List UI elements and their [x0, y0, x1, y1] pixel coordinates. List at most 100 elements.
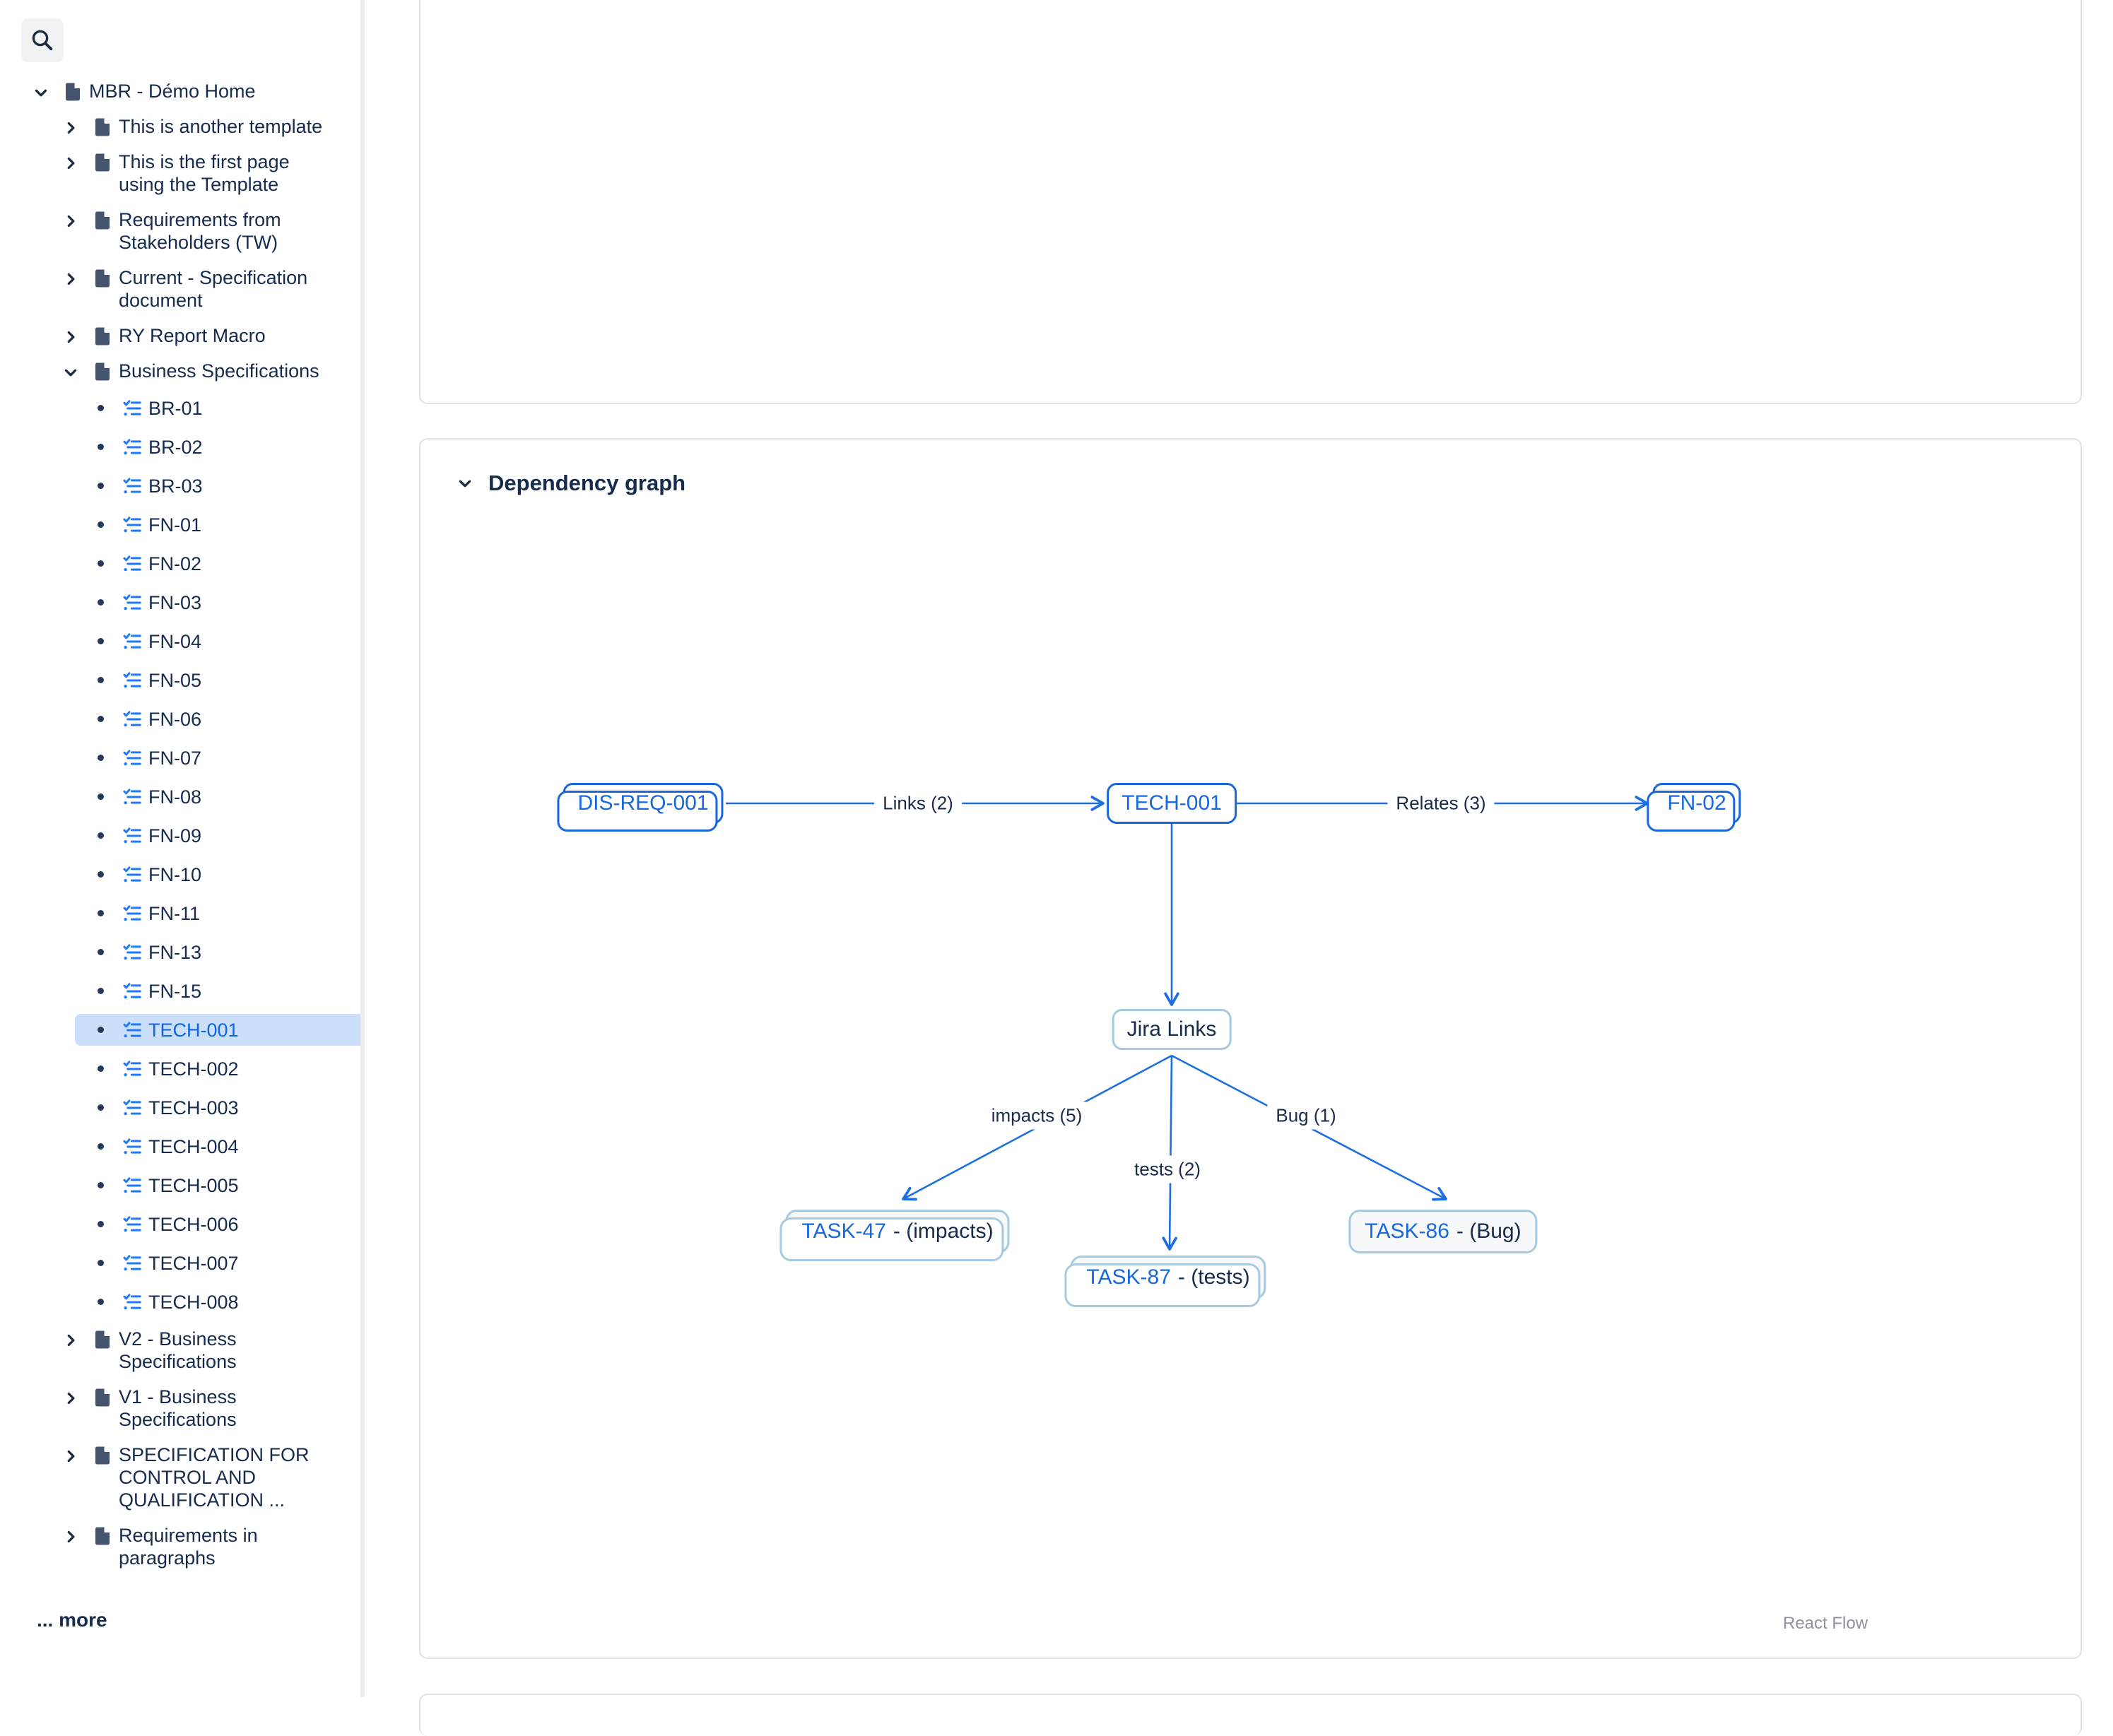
tree-item[interactable]: FN-07	[85, 738, 360, 777]
node-task-87[interactable]: TASK-87- (tests)	[1064, 1256, 1266, 1307]
tree-item[interactable]: SPECIFICATION FOR CONTROL AND QUALIFICAT…	[55, 1437, 360, 1518]
tree-item[interactable]: FN-02	[85, 544, 360, 583]
tree-item[interactable]: Business Specifications	[55, 353, 360, 389]
tree-item[interactable]: FN-03	[85, 583, 360, 622]
node-jira-links[interactable]: Jira Links	[1112, 1009, 1232, 1050]
tree-item[interactable]: FN-09	[85, 816, 360, 855]
tree-item-label: TECH-007	[148, 1252, 239, 1274]
requirement-icon	[116, 748, 148, 769]
tree-item[interactable]: BR-02	[85, 427, 360, 466]
tree-item[interactable]: RY Report Macro	[55, 318, 360, 353]
tree-item[interactable]: FN-10	[85, 855, 360, 894]
flow-canvas[interactable]: Links (2)Relates (3)impacts (5)tests (2)…	[420, 439, 2080, 1658]
node-suffix: - (impacts)	[893, 1220, 994, 1243]
tree-item-label: RY Report Macro	[119, 325, 266, 346]
requirement-icon	[116, 786, 148, 808]
node-task-86[interactable]: TASK-86- (Bug)	[1348, 1210, 1538, 1253]
dependency-graph-panel: Links (2)Relates (3)impacts (5)tests (2)…	[419, 438, 2082, 1659]
bullet-icon	[85, 910, 116, 916]
react-flow-attribution[interactable]: React Flow	[1783, 1614, 1868, 1633]
node-suffix: - (tests)	[1177, 1265, 1250, 1289]
tree-item-label: FN-04	[148, 630, 202, 652]
tree-item-label: BR-03	[148, 475, 203, 497]
tree-item[interactable]: This is the first page using the Templat…	[55, 144, 360, 202]
chevron-down-icon	[456, 474, 474, 492]
tree-item-label: TECH-003	[148, 1097, 239, 1118]
chevron-down-icon[interactable]	[55, 360, 86, 382]
tree-item-label: TECH-001	[148, 1019, 239, 1041]
chevron-down-icon[interactable]	[25, 80, 57, 102]
tree-item[interactable]: Current - Specification document	[55, 260, 360, 318]
bullet-icon	[85, 1299, 116, 1305]
chevron-right-icon[interactable]	[55, 324, 86, 346]
tree-item[interactable]: FN-04	[85, 622, 360, 661]
edge-label: impacts (5)	[982, 1102, 1091, 1130]
flow-edge	[1162, 1055, 1177, 1251]
tree-item-label: FN-15	[148, 980, 202, 1002]
node-label: FN-02	[1667, 791, 1726, 815]
tree-item[interactable]: TECH-003	[85, 1088, 360, 1127]
chevron-right-icon[interactable]	[55, 1328, 86, 1350]
collapse-section-button[interactable]	[456, 474, 474, 492]
document-icon	[86, 266, 119, 289]
bullet-icon	[85, 1221, 116, 1227]
chevron-right-icon[interactable]	[55, 1386, 86, 1407]
sidebar-resizer[interactable]	[360, 0, 365, 1697]
bullet-icon	[85, 1104, 116, 1111]
tree-item[interactable]: TECH-006	[85, 1205, 360, 1244]
search-button[interactable]	[21, 18, 64, 62]
bullet-icon	[85, 793, 116, 800]
chevron-right-icon[interactable]	[55, 1524, 86, 1546]
node-fn-02[interactable]: FN-02	[1647, 783, 1741, 832]
tree-item[interactable]: FN-11	[85, 894, 360, 933]
chevron-right-icon[interactable]	[55, 150, 86, 172]
requirement-icon	[116, 476, 148, 497]
more-button[interactable]: ... more	[33, 1608, 112, 1632]
tree-item[interactable]: FN-13	[85, 933, 360, 972]
bullet-icon	[85, 1143, 116, 1150]
node-label: DIS-REQ-001	[577, 791, 709, 815]
tree-item[interactable]: FN-08	[85, 777, 360, 816]
tree-item[interactable]: BR-01	[85, 389, 360, 427]
bullet-icon	[85, 1065, 116, 1072]
requirement-icon	[116, 981, 148, 1002]
bullet-icon	[85, 1027, 116, 1033]
tree-item[interactable]: V1 - Business Specifications	[55, 1379, 360, 1437]
tree-item[interactable]: TECH-008	[85, 1282, 360, 1321]
content-panel-top	[419, 0, 2082, 404]
tree-item[interactable]: V2 - Business Specifications	[55, 1321, 360, 1379]
node-tech-001[interactable]: TECH-001	[1107, 783, 1237, 824]
tree-item[interactable]: FN-01	[85, 505, 360, 544]
tree-item[interactable]: TECH-001	[75, 1010, 360, 1049]
tree-item[interactable]: FN-05	[85, 661, 360, 699]
bullet-icon	[85, 638, 116, 644]
tree-item[interactable]: TECH-007	[85, 1244, 360, 1282]
tree-item[interactable]: BR-03	[85, 466, 360, 505]
tree-item-label: FN-13	[148, 941, 202, 963]
tree-item-label: TECH-008	[148, 1291, 239, 1313]
tree-item-label: TECH-002	[148, 1058, 239, 1080]
requirement-icon	[116, 1253, 148, 1274]
bullet-icon	[85, 483, 116, 489]
tree-item[interactable]: This is another template	[55, 109, 360, 144]
chevron-right-icon[interactable]	[55, 1443, 86, 1465]
document-icon	[86, 324, 119, 347]
tree-item[interactable]: TECH-004	[85, 1127, 360, 1166]
chevron-right-icon[interactable]	[55, 208, 86, 230]
tree-item[interactable]: FN-15	[85, 972, 360, 1010]
tree-item[interactable]: TECH-005	[85, 1166, 360, 1205]
node-dis-req-001[interactable]: DIS-REQ-001	[557, 783, 724, 832]
document-icon	[86, 115, 119, 138]
chevron-right-icon[interactable]	[55, 115, 86, 137]
requirement-icon	[116, 592, 148, 613]
tree-item[interactable]: TECH-002	[85, 1049, 360, 1088]
tree-item[interactable]: Requirements from Stakeholders (TW)	[55, 202, 360, 260]
node-task-47[interactable]: TASK-47- (impacts)	[779, 1210, 1010, 1261]
chevron-right-icon[interactable]	[55, 266, 86, 288]
tree-item[interactable]: FN-06	[85, 699, 360, 738]
bullet-icon	[85, 988, 116, 994]
edge-label: Bug (1)	[1267, 1102, 1345, 1130]
tree-item[interactable]: MBR - Démo Home	[25, 73, 360, 109]
tree-item[interactable]: Requirements in paragraphs	[55, 1518, 360, 1576]
